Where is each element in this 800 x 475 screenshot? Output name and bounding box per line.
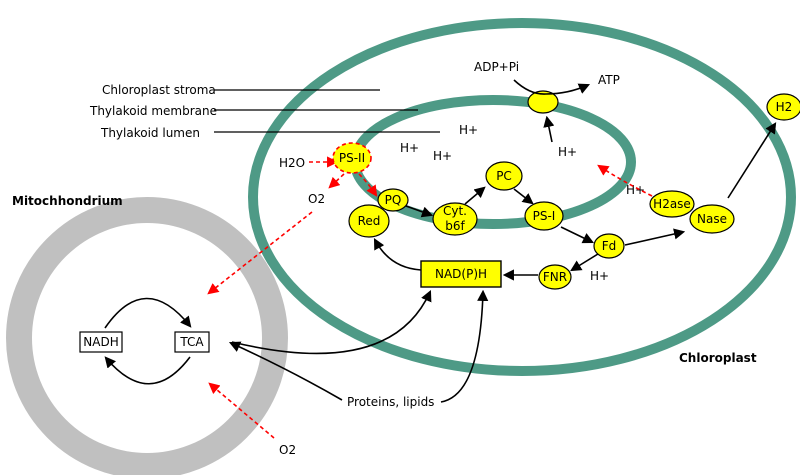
tca-label: TCA [179,335,204,349]
adp-to-atp-arrow [513,79,591,95]
cyt-b6f-node [432,202,478,236]
lumen-proton-2: H+ [400,141,419,155]
atp-label: ATP [598,73,620,87]
thylakoid-membrane-label: Thylakoid membrane [89,104,217,118]
ps2-to-pq-arrow [358,173,378,197]
chloroplast-stroma-label: Chloroplast stroma [102,83,216,97]
pc-label: PC [496,169,512,183]
o2-to-mitochondrion-arrow [207,211,313,295]
atp-synthase-node [527,90,559,114]
adp-pi-label: ADP+Pi [474,60,519,74]
h2ase-proton: H+ [626,183,645,197]
tca-to-nadph-arrow [231,289,432,355]
nadph-to-red-arrow [373,238,422,271]
thylakoid-lumen-label: Thylakoid lumen [100,126,200,140]
fnr-label: FNR [543,270,567,284]
tca-node [174,331,210,353]
cyt-label-line1: Cyt. [443,204,467,218]
pq-to-cyt-arrow [405,205,434,218]
pq-label: PQ [385,193,402,207]
fd-to-fnr-arrow [570,253,599,272]
nadph-node [420,260,502,288]
ps2-to-o2-arrow [328,173,345,189]
mitochondrion-label: Mitochhondrium [12,194,123,208]
ps1-node [524,201,564,231]
nase-node [689,204,735,234]
ps2-label: PS-II [339,151,365,165]
pc-to-ps1-arrow [513,188,534,205]
h2o-label: H2O [279,156,305,170]
nadh-label: NADH [83,335,118,349]
o2-bottom-label: O2 [279,443,296,457]
atp-synthase-proton: H+ [558,145,577,159]
fnr-proton: H+ [590,269,609,283]
chloroplast-label: Chloroplast [679,351,757,365]
h2-label: H2 [776,100,793,114]
fd-label: Fd [602,239,617,253]
proton-to-atp-synthase-arrow [543,115,555,143]
ps2-node [332,142,372,174]
proteins-to-tca-arrow [228,341,343,401]
fd-node [593,233,625,259]
nase-to-h2-arrow [727,122,777,199]
h2ase-node [649,190,695,218]
ps1-to-fd-arrow [560,226,595,244]
h2ase-to-thylakoid-arrow [597,164,653,197]
h2-node [766,93,800,121]
red-node [348,204,390,238]
cyt-label-line2: b6f [445,219,465,233]
red-label: Red [358,214,381,228]
pq-node [377,188,409,212]
fnr-node [538,264,572,290]
nadh-to-tca-cycle-arrow [104,297,192,329]
ps1-label: PS-I [533,209,556,223]
tca-to-nadh-cycle-arrow [104,356,191,385]
proteins-lipids-label: Proteins, lipids [347,395,434,409]
mitochondrion-membrane [6,197,288,475]
nase-label: Nase [697,212,727,226]
nadph-to-proteins-arrow [440,289,489,403]
fd-to-nase-arrow [624,228,686,246]
nadh-node [79,331,123,353]
nadph-label: NAD(P)H [435,267,487,281]
h2ase-label: H2ase [653,197,691,211]
o2-chloroplast-label: O2 [308,192,325,206]
lumen-proton-3: H+ [433,149,452,163]
pc-node [485,161,523,191]
cyt-to-pc-arrow [464,186,486,205]
chloroplast-membrane [248,18,796,376]
lumen-proton-1: H+ [459,123,478,137]
